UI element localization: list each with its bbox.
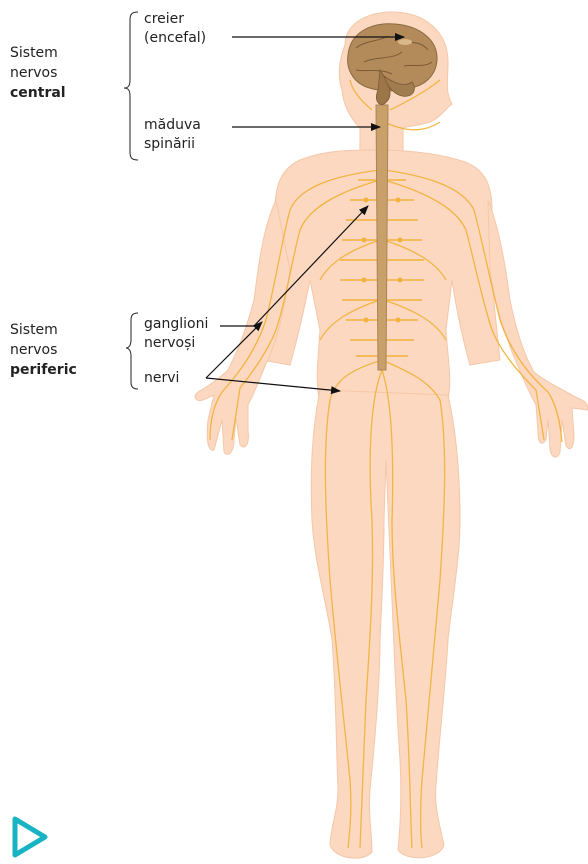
brain-label: creier (encefal) [144,10,206,48]
central-group-label: Sistem nervos central [10,43,66,103]
spinal-cord-label-line1: măduva [144,116,201,135]
spinal-cord [376,105,388,370]
central-bracket [124,12,138,160]
peripheral-bracket [126,313,138,389]
spinal-cord-label: măduva spinării [144,116,201,154]
brain-label-line1: creier [144,10,206,29]
peripheral-group-line2: nervos [10,340,77,360]
spinal-cord-label-line2: spinării [144,135,201,154]
peripheral-group-line1: Sistem [10,320,77,340]
central-group-bold: central [10,83,66,103]
ganglia-label-line2: nervoși [144,334,208,353]
brain-label-line2: (encefal) [144,29,206,48]
nerves-label: nervi [144,369,179,388]
play-triangle-icon[interactable] [10,815,50,859]
ganglia-label: ganglioni nervoși [144,315,208,353]
peripheral-group-bold: periferic [10,360,77,380]
central-group-line2: nervos [10,63,66,83]
central-group-line1: Sistem [10,43,66,63]
peripheral-group-label: Sistem nervos periferic [10,320,77,380]
ganglia-label-line1: ganglioni [144,315,208,334]
